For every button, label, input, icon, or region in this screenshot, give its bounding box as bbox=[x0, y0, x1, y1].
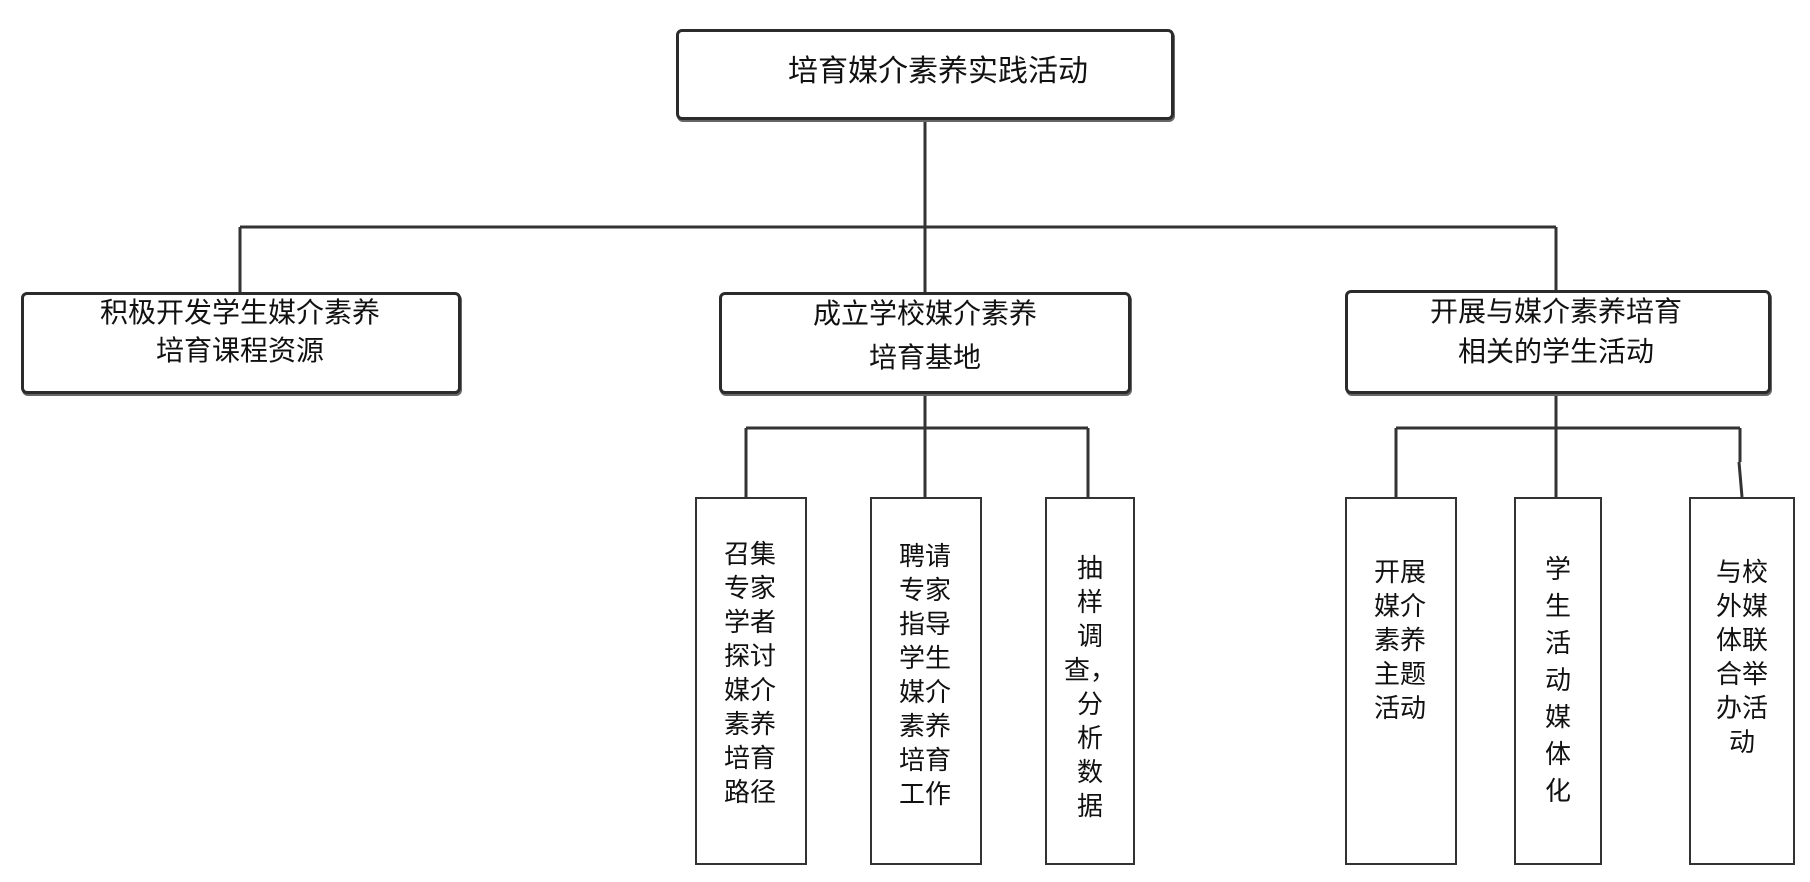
branch-label-activities: 开展与媒介素养培育 相关的学生活动 bbox=[1429, 295, 1683, 368]
branch-node-activities bbox=[1345, 290, 1771, 394]
leaf-label-sample-survey: 抽 样 调 查， 分 析 数 据 bbox=[1063, 554, 1117, 822]
branch-label-base: 成立学校媒介素养 培育基地 bbox=[812, 297, 1038, 374]
branch-node-base bbox=[719, 292, 1131, 394]
leaf-node-external-media bbox=[1689, 497, 1795, 865]
leaf-node-sample-survey bbox=[1045, 497, 1135, 865]
leaf-node-expert-seminar bbox=[695, 497, 807, 865]
branch-label-curriculum: 积极开发学生媒介素养 培育课程资源 bbox=[99, 296, 381, 367]
leaf-label-theme-activities: 开展 媒介 素养 主题 活动 bbox=[1373, 558, 1427, 724]
leaf-label-external-media: 与校 外媒 体联 合举 办活 动 bbox=[1715, 558, 1769, 758]
leaf-label-student-media: 学 生 活 动 媒 体 化 bbox=[1544, 555, 1572, 807]
leaf-label-expert-seminar: 召集 专家 学者 探讨 媒介 素养 培育 路径 bbox=[723, 540, 777, 808]
branch-node-curriculum bbox=[21, 292, 461, 394]
leaf-label-expert-guidance: 聘请 专家 指导 学生 媒介 素养 培育 工作 bbox=[898, 542, 952, 810]
leaf-node-student-media bbox=[1514, 497, 1602, 865]
leaf-node-expert-guidance bbox=[870, 497, 982, 865]
root-node bbox=[676, 29, 1174, 120]
root-label: 培育媒介素养实践活动 bbox=[788, 54, 1088, 89]
leaf-node-theme-activities bbox=[1345, 497, 1457, 865]
